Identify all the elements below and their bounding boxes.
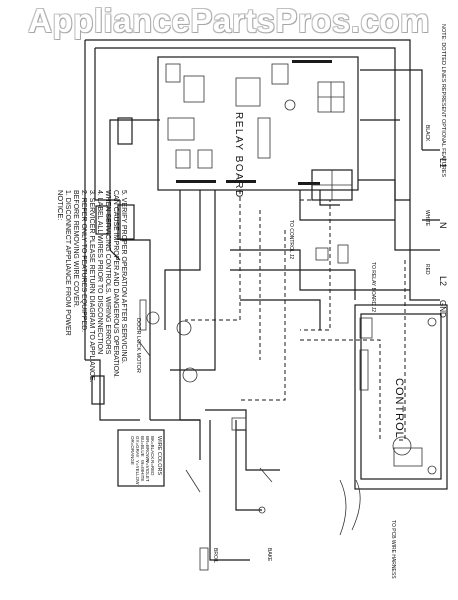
label-bake: BAKE bbox=[266, 548, 272, 562]
harness-wires bbox=[84, 39, 440, 460]
relay-board: RELAY BOARD bbox=[157, 56, 359, 199]
terminal-l1: L1 bbox=[438, 158, 448, 168]
terminal-gnd: GND bbox=[438, 300, 447, 318]
wire-colors-box bbox=[117, 429, 165, 487]
wire-tag-red: RED bbox=[424, 264, 430, 275]
notice-line-5: 4. LABEL ALL WIRES PRIOR TO DISCONNECTIO… bbox=[96, 190, 103, 354]
wire-tag-white: WHITE bbox=[424, 210, 430, 227]
control-unit: CONTROL bbox=[339, 304, 448, 536]
wire-color-3: GY=GRAY bbox=[135, 436, 140, 458]
wire-color-0: BK=BLACK bbox=[150, 436, 155, 459]
notice-line-2: BEFORE REMOVING WIRE COVER. bbox=[72, 190, 79, 308]
wire-tag-black: BLACK bbox=[424, 125, 430, 142]
notice-block: NOTICE: 1. DISCONNECT APPLIANCE FROM POW… bbox=[56, 190, 127, 383]
left-devices: DOOR LOCK MOTOR bbox=[91, 117, 201, 493]
wire-colors-title: WIRE COLORS bbox=[156, 436, 162, 475]
note-dotted-lines: NOTE: DOTTED LINES REPRESENT OPTIONAL FE… bbox=[440, 24, 446, 177]
wire-color-8: Y=YELLOW bbox=[135, 460, 140, 485]
notice-line-1: 1. DISCONNECT APPLIANCE FROM POWER bbox=[64, 190, 71, 336]
wire-color-4: OR=ORANGE bbox=[130, 436, 135, 465]
control-label: CONTROL bbox=[393, 378, 405, 439]
wire-color-7: W=WHITE bbox=[140, 460, 145, 481]
optional-feature-wires bbox=[185, 190, 406, 441]
terminal-l2: L2 bbox=[438, 276, 448, 286]
terminal-n: N bbox=[438, 222, 448, 229]
label-broil: BROIL bbox=[212, 548, 218, 563]
notice-line-6: WHEN SERVICING CONTROLS. WIRING ERRORS bbox=[104, 190, 111, 355]
label-to-pcb-harness: TO PCB WIRE HARNESS bbox=[390, 520, 396, 579]
wire-color-1: BR=BROWN bbox=[145, 436, 150, 462]
bake-broil-circuit bbox=[199, 409, 280, 571]
notice-line-3: 2. REFER ONLY TO FEATURES EQUIPPED. bbox=[80, 190, 87, 332]
wire-color-5: R=RED bbox=[150, 460, 155, 476]
label-to-relay-board: TO RELAY BOARD J2 bbox=[370, 262, 376, 312]
terminals: L1 N L2 GND BLACK WHITE RED bbox=[424, 125, 448, 318]
notice-line-8: 5. VERIFY PROPER OPERATION AFTER SERVICI… bbox=[120, 190, 127, 364]
notice-title: NOTICE: bbox=[56, 190, 65, 220]
notice-line-4: 3. SERVICER PLEASE RETURN DIAGRAM TO APP… bbox=[88, 190, 95, 383]
component-cluster bbox=[311, 169, 353, 264]
wire-colors-legend: WIRE COLORS BK=BLACK BR=BROWN BU=BLUE GY… bbox=[130, 436, 162, 485]
relay-board-label: RELAY BOARD bbox=[233, 112, 244, 199]
wire-color-2: BU=BLUE bbox=[140, 436, 145, 457]
label-to-control-j2: TO CONTROL J2 bbox=[288, 220, 294, 259]
door-lock-motor-label: DOOR LOCK MOTOR bbox=[135, 318, 141, 373]
wire-color-6: V=VIOLET bbox=[145, 460, 150, 482]
notice-line-7: CAN CAUSE IMPROPER AND DANGEROUS OPERATI… bbox=[112, 190, 119, 378]
